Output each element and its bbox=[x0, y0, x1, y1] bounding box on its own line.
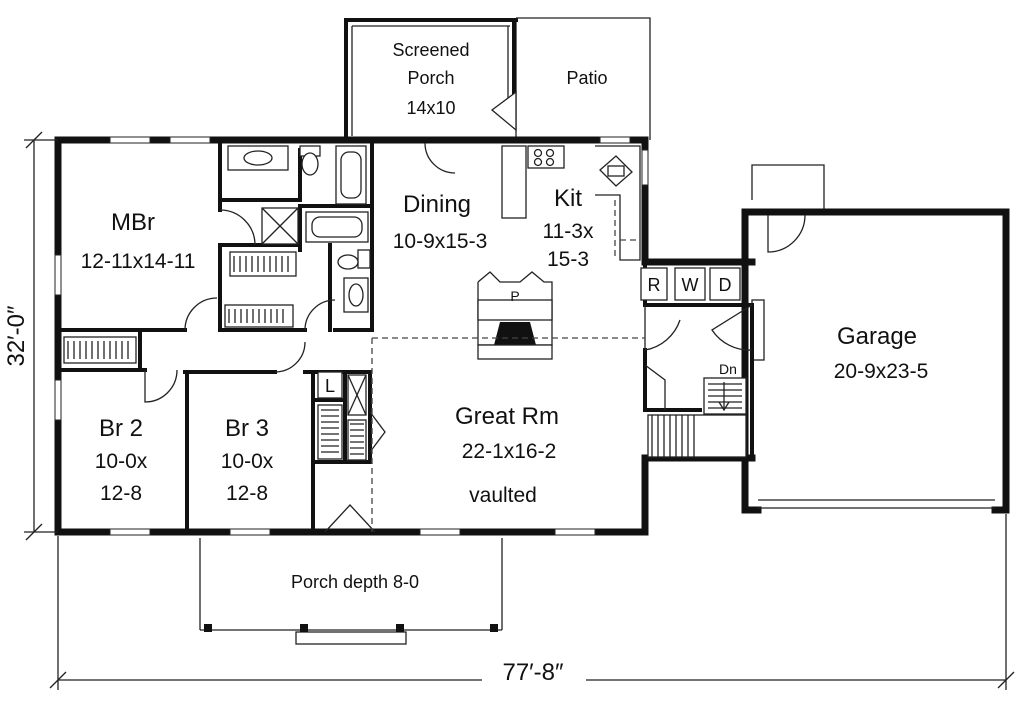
great-room-label: Great Rm bbox=[455, 403, 559, 430]
dining-size: 10-9x15-3 bbox=[393, 230, 488, 253]
washer-label: W bbox=[682, 275, 699, 295]
kitchen-size-line1: 11-3x bbox=[543, 220, 594, 243]
great-room-note: vaulted bbox=[469, 484, 537, 507]
br2-size-line1: 10-0x bbox=[95, 450, 148, 473]
br2-size-line2: 12-8 bbox=[100, 482, 142, 505]
stairs bbox=[647, 377, 747, 458]
garage-structure bbox=[741, 164, 1010, 514]
refrigerator-label: R bbox=[648, 275, 661, 295]
exterior-walls bbox=[54, 136, 756, 536]
kitchen-fixtures bbox=[501, 145, 641, 261]
br3-label: Br 3 bbox=[225, 415, 269, 442]
dining-label: Dining bbox=[403, 191, 471, 218]
front-porch-structure bbox=[199, 538, 503, 645]
screened-porch-size: 14x10 bbox=[406, 98, 455, 118]
mbr-size: 12-11x14-11 bbox=[81, 250, 196, 273]
br3-size-line1: 10-0x bbox=[221, 450, 274, 473]
bath-fixtures bbox=[227, 145, 371, 313]
dryer-label: D bbox=[719, 275, 732, 295]
dimension-labels: 32′-0″ 77′-8″ bbox=[3, 305, 586, 688]
laundry-appliances bbox=[640, 267, 741, 301]
patio-label: Patio bbox=[566, 68, 607, 88]
interior-walls bbox=[56, 138, 754, 534]
patio-structure bbox=[516, 17, 651, 140]
door-swings bbox=[144, 142, 753, 533]
screened-porch-name-line1: Screened bbox=[392, 40, 469, 60]
room-labels: Screened Porch 14x10 Patio MBr 12-11x14-… bbox=[81, 40, 929, 592]
screened-porch-name-line2: Porch bbox=[407, 68, 454, 88]
porch-depth-label: Porch depth 8-0 bbox=[291, 572, 419, 592]
depth-dimension: 32′-0″ bbox=[3, 305, 30, 367]
great-room-size: 22-1x16-2 bbox=[462, 440, 557, 463]
linen-closet-label: L bbox=[325, 376, 335, 396]
br3-size-line2: 12-8 bbox=[226, 482, 268, 505]
fireplace bbox=[477, 271, 553, 360]
width-dimension: 77′-8″ bbox=[502, 659, 564, 686]
br2-label: Br 2 bbox=[99, 415, 143, 442]
kitchen-size-line2: 15-3 bbox=[547, 248, 589, 271]
closet-hatching bbox=[63, 251, 367, 461]
stairs-down-label: Dn bbox=[719, 361, 737, 377]
mbr-label: MBr bbox=[111, 209, 155, 236]
garage-size: 20-9x23-5 bbox=[834, 360, 929, 383]
kitchen-label: Kit bbox=[554, 185, 582, 212]
fireplace-label: P bbox=[510, 288, 519, 304]
garage-label: Garage bbox=[837, 323, 917, 350]
